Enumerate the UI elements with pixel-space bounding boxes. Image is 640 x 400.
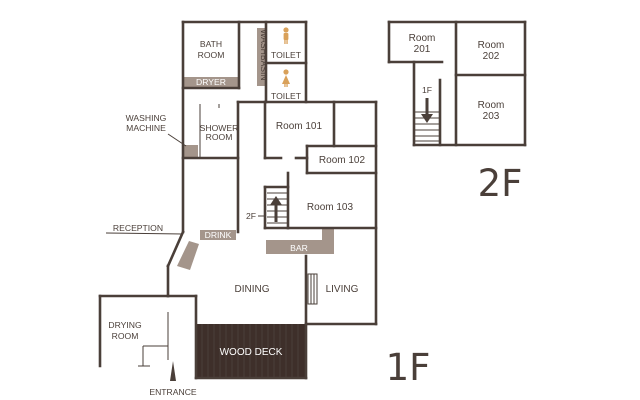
- label-bar: BAR: [290, 243, 308, 253]
- label-floor-1f: 1F: [386, 346, 431, 389]
- label-room-103: Room 103: [307, 202, 354, 213]
- label-dining: DINING: [235, 284, 270, 295]
- bar-counter-return: [322, 229, 334, 242]
- label-floor-2f: 2F: [478, 162, 523, 205]
- label-drink: DRINK: [205, 230, 232, 240]
- toilet-icon-lower: [282, 69, 290, 87]
- label-toilet-lower: TOILET: [271, 91, 302, 101]
- washbasin-fixture: [257, 28, 266, 86]
- reception-leader: [105, 232, 184, 235]
- drink-counter: [200, 230, 236, 240]
- toilet-icon-upper: [283, 27, 289, 44]
- arrow-down-icon: [421, 98, 433, 123]
- washing-machine-fixture: [184, 145, 198, 158]
- label-living: LIVING: [326, 284, 359, 295]
- label-stairs-2f: 2F: [246, 211, 256, 221]
- label-stairs-1f: 1F: [422, 85, 432, 95]
- label-wood-deck: WOOD DECK: [220, 347, 283, 358]
- bar-counter: [266, 240, 334, 254]
- label-toilet-upper: TOILET: [271, 50, 302, 60]
- triangle-up-icon: [170, 361, 176, 381]
- label-dryer: DRYER: [196, 77, 226, 87]
- arrow-up-icon: [270, 196, 282, 222]
- dryer-fixture: [183, 77, 239, 88]
- reception-desk: [177, 241, 199, 270]
- label-reception: RECEPTION: [113, 223, 163, 233]
- label-washbasin: WASHBASIN: [259, 29, 269, 80]
- label-room-102: Room 102: [319, 155, 366, 166]
- wood-deck-planks: [201, 324, 299, 378]
- walls-2f: [387, 20, 527, 147]
- label-entrance: ENTRANCE: [149, 387, 197, 397]
- label-room-101: Room 101: [276, 121, 323, 132]
- washing-machine-leader: [167, 133, 187, 147]
- walls-1f: [98, 20, 378, 380]
- living-bench: [307, 273, 318, 305]
